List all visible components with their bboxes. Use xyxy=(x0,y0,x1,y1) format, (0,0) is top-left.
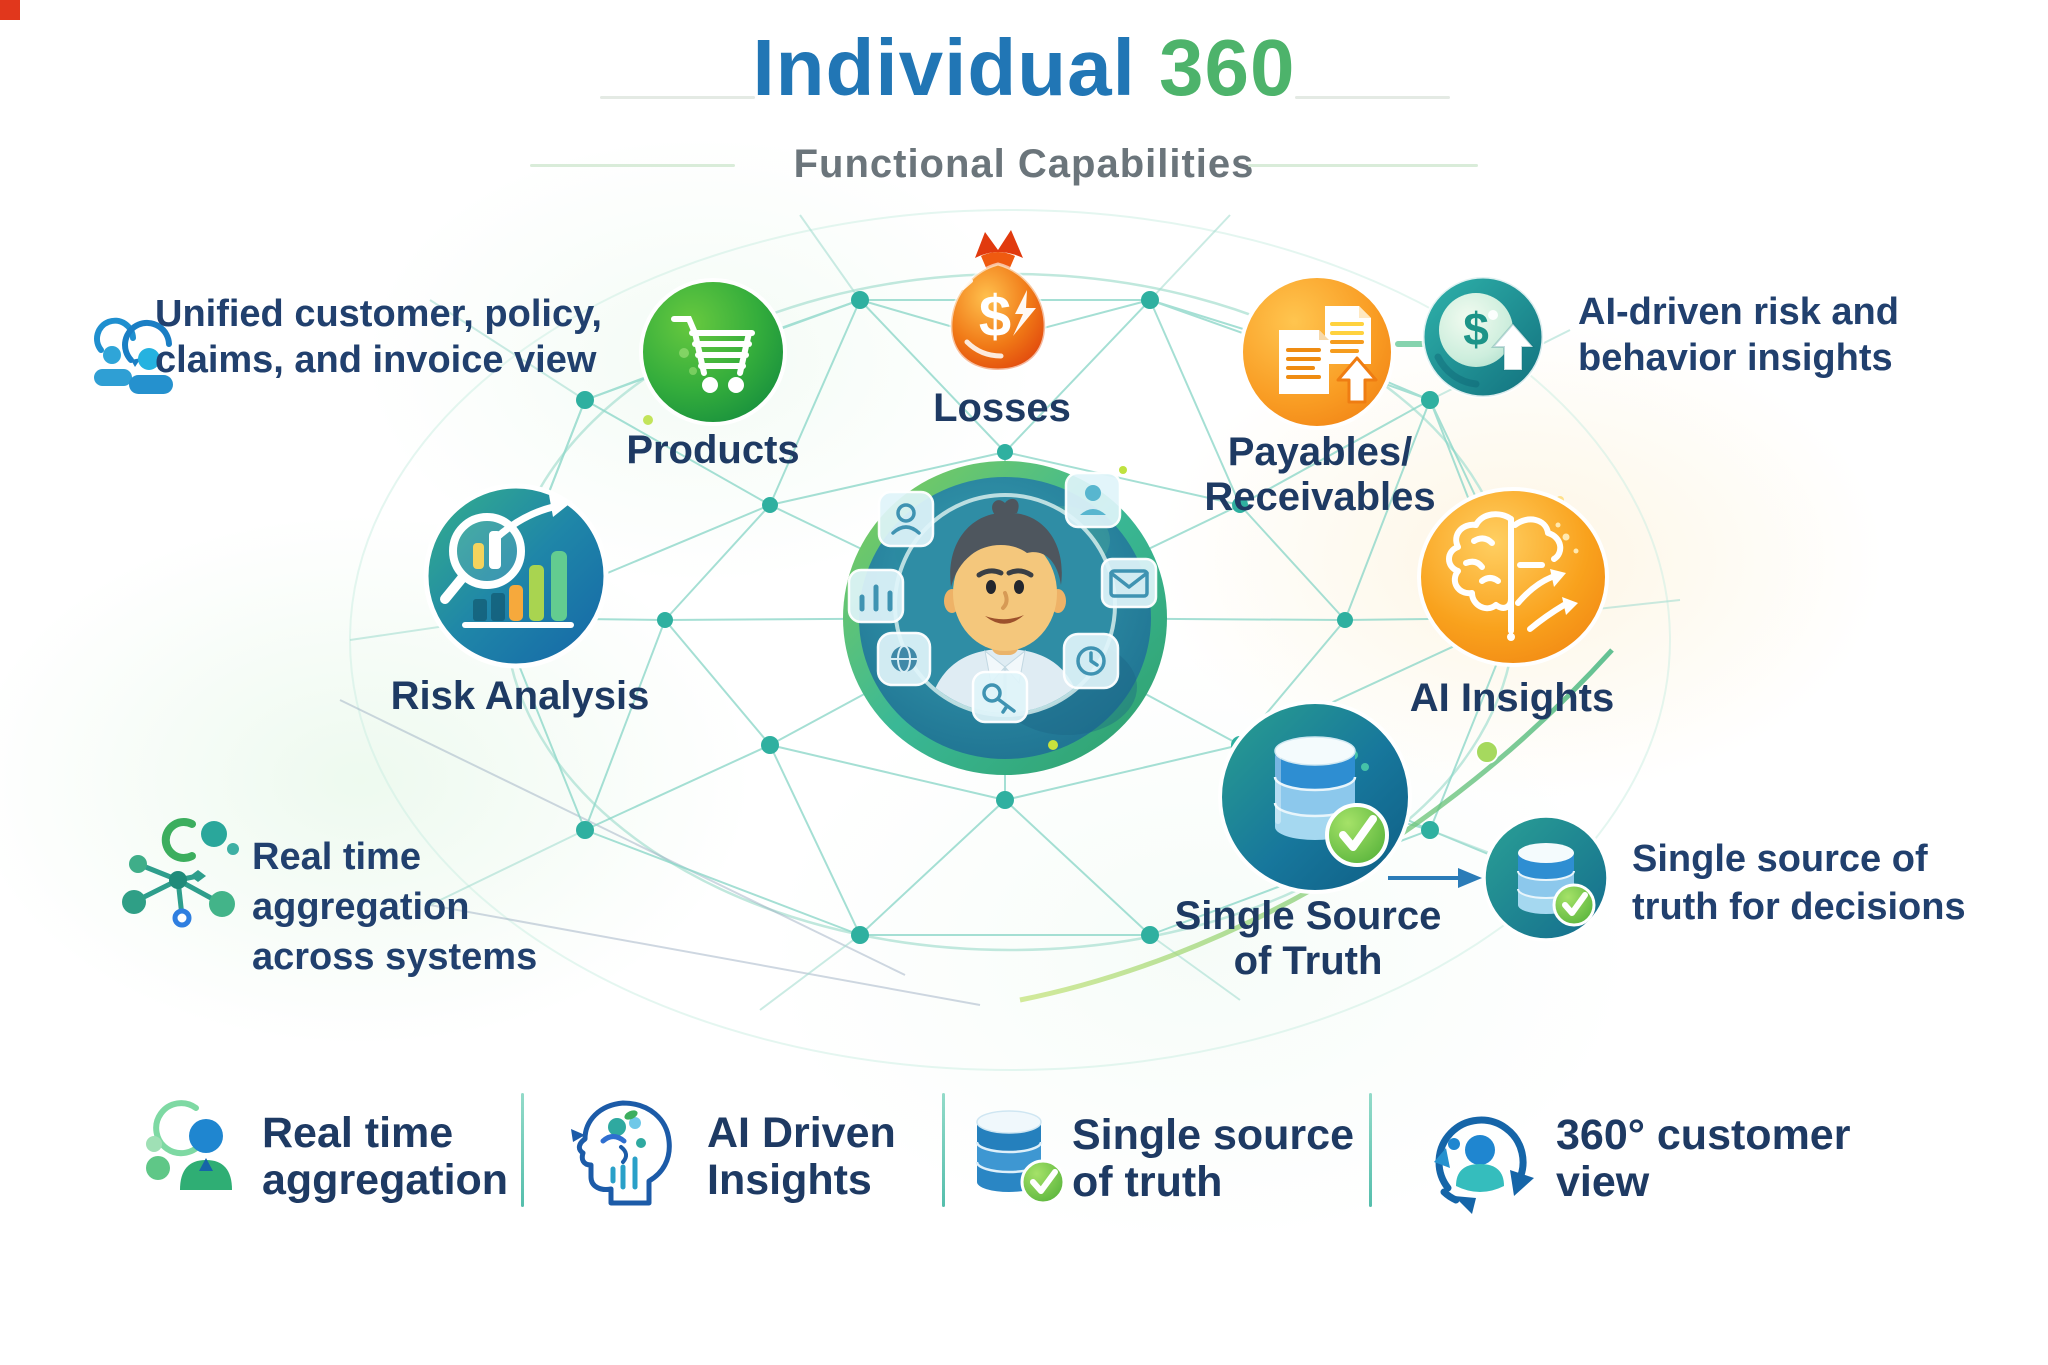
footer-label-realtime: Real time aggregation xyxy=(262,1109,592,1205)
footer-sso-line-1: Single source xyxy=(1072,1111,1354,1159)
node-label-products: Products xyxy=(626,428,800,472)
ai-risk-line-1: AI-driven risk and xyxy=(1578,291,1899,333)
footer-divider-2 xyxy=(942,1093,945,1207)
footer-ai-line-1: AI Driven xyxy=(707,1109,896,1157)
people-sync-icon xyxy=(94,317,173,394)
footer-360-line-2: view xyxy=(1556,1158,1650,1207)
title-rule-right xyxy=(1295,96,1450,99)
unified-line-1: Unified customer, policy, xyxy=(155,293,602,335)
person-aggregation-icon xyxy=(146,1100,232,1190)
database-cylinder xyxy=(1273,736,1357,840)
envelope-icon xyxy=(1100,557,1158,609)
subtitle-rule-right xyxy=(1248,164,1478,167)
realtime-systems-line-1: Real time xyxy=(252,836,421,878)
svg-text:$: $ xyxy=(1463,303,1489,355)
sso-line-1: Single Source xyxy=(1174,894,1442,938)
node-label-ai-insights: AI Insights xyxy=(1409,676,1615,720)
database-check-footer-icon xyxy=(975,1110,1066,1205)
callout-truth-decisions: Single source of truth for decisions xyxy=(1632,836,2048,932)
realtime-systems-line-2: aggregation xyxy=(252,886,470,929)
coin-up-icon: $ xyxy=(1421,275,1545,399)
footer-ai-line-2: Insights xyxy=(707,1156,872,1205)
person-360-cycle-icon xyxy=(1434,1116,1534,1214)
callout-realtime-systems: Real time aggregation across systems xyxy=(252,832,642,982)
footer-label-single-source: Single source of truth xyxy=(1072,1111,1412,1207)
page-title: Individual 360 xyxy=(0,22,2048,114)
truth-decisions-line-1: Single source of xyxy=(1632,838,1928,880)
footer-divider-3 xyxy=(1369,1093,1372,1207)
page-subtitle: Functional Capabilities xyxy=(793,142,1255,186)
title-rule-left xyxy=(600,96,755,99)
footer-label-ai-insights: AI Driven Insights xyxy=(707,1109,1007,1205)
node-label-losses: Losses xyxy=(933,386,1071,430)
footer-realtime-line-2: aggregation xyxy=(262,1156,509,1205)
payables-line-1: Payables/ xyxy=(1227,430,1413,474)
network-aggregation-icon xyxy=(122,818,239,928)
hub-satellite-tiles xyxy=(847,471,1158,724)
ai-risk-line-2: behavior insights xyxy=(1578,336,1893,379)
key-icon xyxy=(971,670,1029,724)
footer-divider-1 xyxy=(521,1093,524,1207)
footer-sso-line-2: of truth xyxy=(1072,1158,1223,1207)
sso-line-2: of Truth xyxy=(1233,939,1383,984)
node-label-risk-analysis: Risk Analysis xyxy=(390,674,650,718)
footer-realtime-line-1: Real time xyxy=(262,1109,454,1157)
footer-label-360-view: 360° customer view xyxy=(1556,1111,1916,1207)
footer-360-line-1: 360° customer xyxy=(1556,1111,1851,1159)
magnifier-chart-icon xyxy=(423,483,609,669)
database-check-small-icon xyxy=(1482,814,1610,942)
globe-icon xyxy=(876,631,932,687)
brain-icon xyxy=(1417,487,1609,667)
customer-360-hub-illustration xyxy=(843,461,1167,775)
chart-card-icon xyxy=(847,568,905,624)
money-bag-icon: $ xyxy=(949,230,1047,372)
title-main: Individual xyxy=(752,23,1136,112)
profile-card-icon xyxy=(1064,471,1122,529)
subtitle-rule-left xyxy=(530,164,735,167)
corner-artifact xyxy=(0,0,20,20)
shopping-cart-icon xyxy=(639,278,787,426)
node-label-payables: Payables/ Receivables xyxy=(1170,430,1470,520)
truth-decisions-line-2: truth for decisions xyxy=(1632,885,1966,928)
callout-ai-risk: AI-driven risk and behavior insights xyxy=(1578,290,2018,381)
database-check-icon xyxy=(1218,700,1412,894)
ai-head-icon xyxy=(571,1100,672,1206)
callout-unified-view: Unified customer, policy, claims, and in… xyxy=(155,292,645,383)
unified-line-2: claims, and invoice view xyxy=(155,338,597,381)
clock-icon xyxy=(1062,632,1120,690)
realtime-systems-line-3: across systems xyxy=(252,936,538,979)
svg-text:$: $ xyxy=(979,284,1011,349)
invoices-icon xyxy=(1239,274,1395,430)
node-label-single-source: Single Source of Truth xyxy=(1158,894,1458,984)
contact-card-icon xyxy=(877,490,935,548)
payables-line-2: Receivables xyxy=(1204,475,1436,520)
title-accent: 360 xyxy=(1159,23,1296,112)
arrow-to-decisions xyxy=(1388,868,1482,888)
